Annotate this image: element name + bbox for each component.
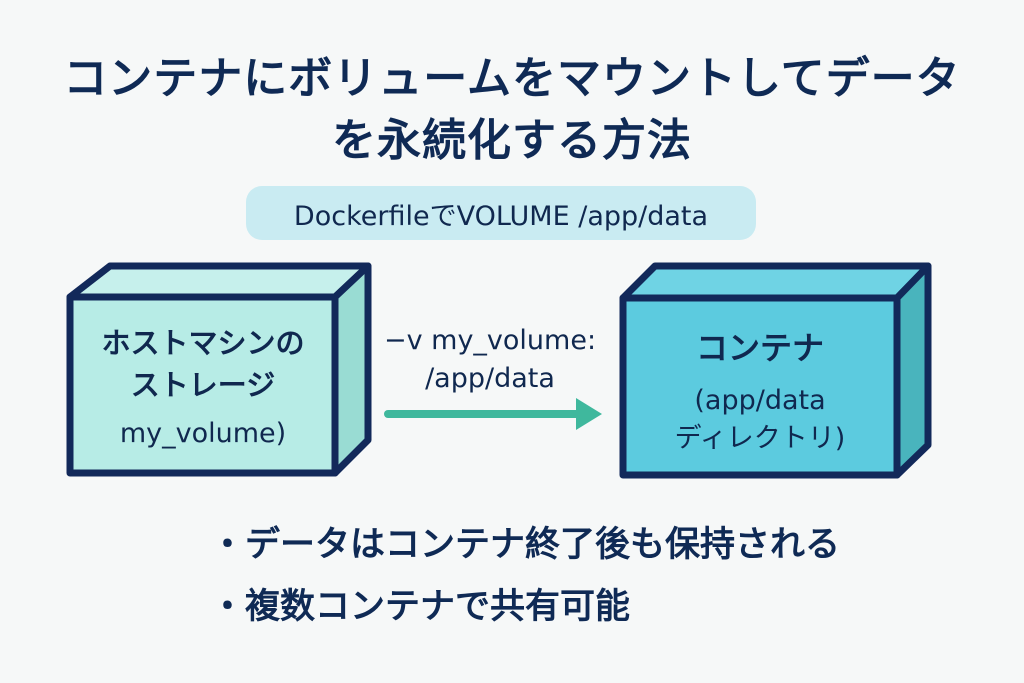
mount-flag-line-2: /app/data <box>425 363 555 394</box>
container-box-front-face <box>619 294 901 479</box>
arrow-head-icon <box>576 398 602 430</box>
host-box-subtitle: my_volume) <box>119 418 287 449</box>
host-box-front-face <box>66 293 339 477</box>
host-box-label: ホストマシンの ストレージ my_volume) <box>72 322 334 449</box>
container-subtitle-line-1: (app/data <box>694 385 826 416</box>
host-title-line-2: ストレージ <box>130 368 276 402</box>
bullet-item: ・データはコンテナ終了後も保持される <box>210 525 841 565</box>
container-box-title: コンテナ <box>695 329 824 367</box>
container-subtitle-line-2: ディレクトリ) <box>674 423 846 454</box>
mount-flag-label: −v my_volume: /app/data <box>360 322 620 398</box>
title-line-1: コンテナにボリュームをマウントしてデータ <box>63 53 961 104</box>
bullet-list: ・データはコンテナ終了後も保持される ・複数コンテナで共有可能 <box>210 520 840 644</box>
container-box-side-face <box>893 262 932 479</box>
dockerfile-volume-note: DockerfileでVOLUME /app/data <box>246 186 756 240</box>
container-box <box>619 262 932 479</box>
title-line-2: を永続化する方法 <box>332 115 692 166</box>
container-box-subtitle: (app/data ディレクトリ) <box>625 382 895 458</box>
host-storage-box <box>66 262 372 477</box>
mount-arrow <box>384 398 602 430</box>
container-box-top-face <box>619 262 932 302</box>
dockerfile-volume-text: DockerfileでVOLUME /app/data <box>293 200 709 232</box>
host-box-title: ホストマシンの ストレージ <box>72 322 334 406</box>
mount-flag-line-1: −v my_volume: <box>383 325 597 356</box>
container-box-label: コンテナ (app/data ディレクトリ) <box>625 326 895 458</box>
bullet-item: ・複数コンテナで共有可能 <box>210 587 631 627</box>
page-title: コンテナにボリュームをマウントしてデータ を永続化する方法 <box>0 48 1024 172</box>
host-box-top-face <box>66 262 372 301</box>
host-title-line-1: ホストマシンの <box>101 326 305 360</box>
